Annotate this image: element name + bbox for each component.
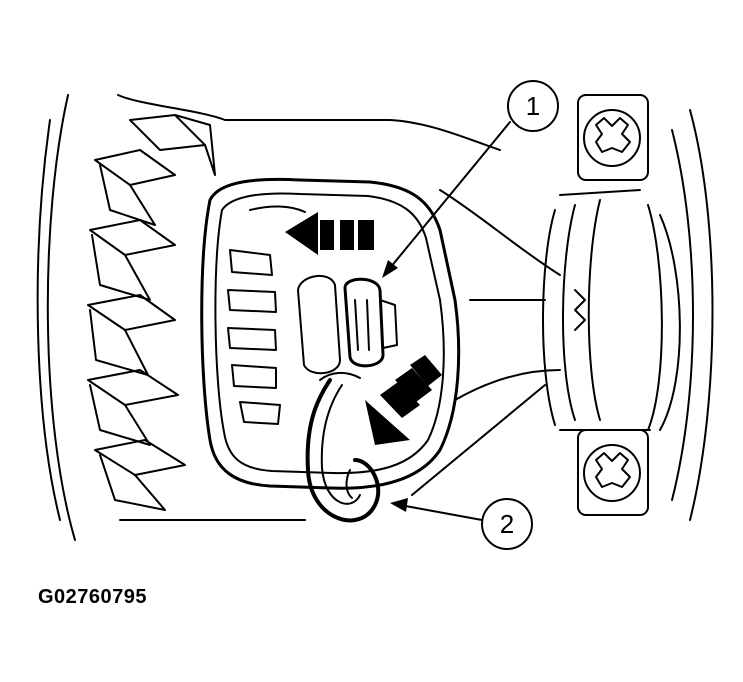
flange-bolt-icon	[577, 429, 649, 516]
callout-2: 2	[390, 384, 546, 550]
callout-1: 1	[382, 80, 559, 278]
ring-gear	[87, 114, 216, 511]
flange-bolt-icon	[577, 94, 649, 181]
callout-1-number: 1	[526, 91, 540, 121]
side-gear	[227, 205, 306, 425]
left-arrow-icon	[285, 212, 374, 255]
axle-flange	[542, 189, 681, 431]
differential-pinion-gear	[297, 275, 398, 375]
housing-outline	[36, 94, 714, 541]
pinion-shaft-hook-tool	[305, 372, 381, 523]
figure-id: G02760795	[38, 586, 148, 608]
down-left-arrow-icon	[365, 355, 442, 445]
callout-2-number: 2	[500, 509, 514, 539]
